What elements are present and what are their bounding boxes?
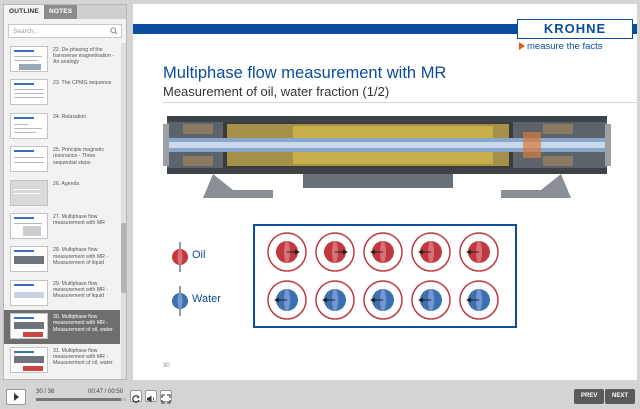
prev-label: PREV [581, 393, 598, 399]
fullscreen-icon [161, 394, 171, 404]
outline-scrollbar[interactable] [121, 43, 126, 379]
outline-item-29[interactable]: 29. Multiphase flow measurement with MR … [4, 277, 120, 310]
sidebar: OUTLINE NOTES Search... 22. De-phasing o… [3, 4, 127, 380]
play-icon [14, 393, 19, 401]
outline-item-label: 24. Relaxation [53, 113, 87, 120]
spin-diagram [253, 224, 517, 328]
replay-button[interactable] [130, 390, 142, 403]
slide-thumbnail [10, 346, 48, 373]
tab-outline[interactable]: OUTLINE [4, 5, 44, 19]
outline-item-label: 25. Principle magnetic resonance - Three… [53, 147, 105, 166]
outline-item-label: 28. Multiphase flow measurement with MR … [53, 247, 109, 266]
outline-item-label: 26. Agenda [53, 180, 80, 187]
volume-button[interactable] [145, 390, 157, 403]
outline-item-label: 22. De-phasing of the transverse magneti… [53, 47, 115, 66]
volume-icon [147, 395, 154, 403]
page-number: 30 [163, 363, 170, 369]
water-spins-row [267, 280, 499, 320]
next-button[interactable]: NEXT [605, 389, 636, 404]
slide-thumbnail [10, 79, 48, 106]
outline-item-25[interactable]: 25. Principle magnetic resonance - Three… [4, 143, 120, 176]
fullscreen-button[interactable] [160, 390, 172, 404]
slide-subtitle: Measurement of oil, water fraction (1/2) [163, 84, 390, 99]
krohne-logo [517, 19, 633, 39]
slide-thumbnail [10, 146, 48, 173]
slide-thumbnail [10, 212, 48, 239]
slide-thumbnail [10, 279, 48, 306]
slide-thumbnail [10, 246, 48, 273]
outline-item-27[interactable]: 27. Multiphase flow measurement with MR [4, 210, 120, 243]
slide-counter: 30 / 36 [36, 389, 55, 395]
outline-item-label: 30. Multiphase flow measurement with MR … [53, 314, 113, 333]
slide-title: Multiphase flow measurement with MR [163, 64, 447, 82]
slide-thumbnail [10, 46, 48, 72]
replay-icon [132, 395, 140, 403]
outline-item-26[interactable]: 26. Agenda [4, 177, 120, 210]
outline-item-24[interactable]: 24. Relaxation [4, 110, 120, 143]
legend-water-label: Water [192, 293, 221, 305]
logo-text: KROHNE [543, 21, 607, 36]
outline-item-label: 27. Multiphase flow measurement with MR [53, 213, 105, 227]
tagline: measure the facts [527, 41, 603, 52]
outline-scrollbar-thumb[interactable] [121, 223, 126, 293]
title-divider [163, 102, 637, 103]
search-input[interactable]: Search... [8, 24, 122, 38]
tab-notes[interactable]: NOTES [43, 5, 78, 19]
seek-bar-fill [36, 398, 121, 401]
outline-item-23[interactable]: 23. The CPMG sequence [4, 76, 120, 109]
sidebar-tabs: OUTLINE NOTES [4, 5, 126, 19]
header-band [133, 24, 637, 34]
seek-bar[interactable] [36, 398, 126, 401]
search-placeholder: Search... [13, 28, 40, 35]
next-label: NEXT [612, 393, 629, 399]
legend-oil-label: Oil [192, 249, 206, 261]
arrow-icon [519, 42, 525, 50]
outline-list: 22. De-phasing of the transverse magneti… [4, 43, 120, 379]
outline-item-label: 31. Multiphase flow measurement with MR … [53, 347, 113, 366]
slide-thumbnail [10, 112, 48, 139]
water-legend-icon [172, 286, 188, 316]
prev-button[interactable]: PREV [574, 389, 605, 404]
slide-canvas: KROHNE measure the facts Multiphase flow… [133, 4, 637, 380]
outline-item-28[interactable]: 28. Multiphase flow measurement with MR … [4, 243, 120, 276]
outline-item-label: 29. Multiphase flow measurement with MR … [53, 280, 109, 300]
player-controls: 30 / 36 00:47 / 00:50 PREV NEXT [0, 385, 640, 409]
outline-item-22[interactable]: 22. De-phasing of the transverse magneti… [4, 43, 120, 76]
play-button[interactable] [6, 389, 26, 405]
slide-thumbnail [10, 313, 48, 340]
oil-spins-row [267, 232, 499, 272]
time-display: 00:47 / 00:50 [88, 389, 124, 395]
slide-thumbnail [10, 179, 48, 206]
oil-legend-icon [172, 242, 188, 272]
spin-array-image [267, 232, 499, 320]
outline-item-30[interactable]: 30. Multiphase flow measurement with MR … [4, 310, 120, 344]
flowmeter-cross-section-image [163, 110, 611, 206]
outline-item-31[interactable]: 31. Multiphase flow measurement with MR … [4, 344, 120, 377]
outline-item-label: 23. The CPMG sequence [53, 80, 112, 87]
search-icon[interactable] [110, 27, 118, 35]
